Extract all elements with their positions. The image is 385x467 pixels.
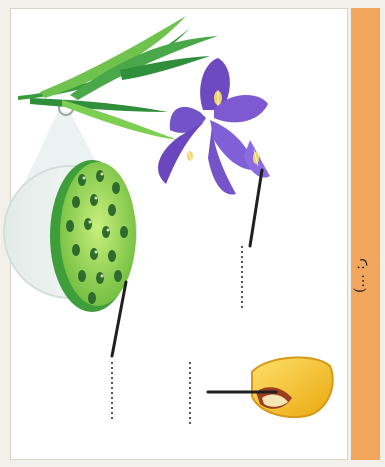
leaf-cross-section-icon	[50, 160, 136, 312]
iris-flower-icon	[158, 58, 270, 195]
leader-lines	[112, 170, 276, 392]
answer-blanks	[112, 246, 242, 424]
seed-cross-section-icon	[252, 357, 333, 417]
